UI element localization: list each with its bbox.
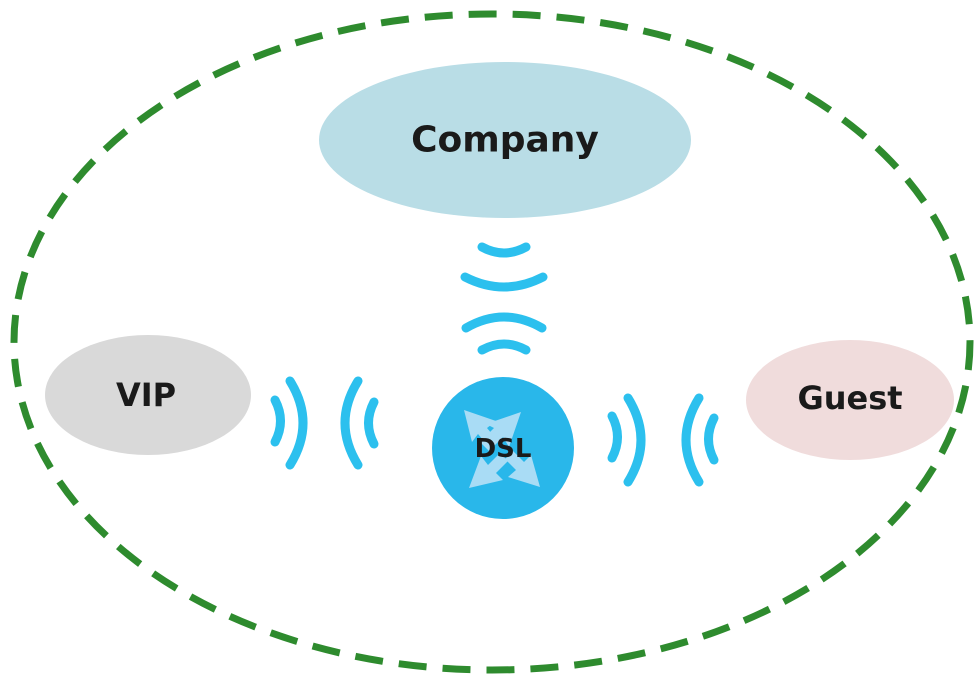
guest-ellipse xyxy=(746,340,954,460)
guest-node: Guest xyxy=(746,340,954,460)
wave-vip-1 xyxy=(270,395,285,447)
vip-ellipse xyxy=(45,335,251,455)
dsl-router: DSL xyxy=(432,377,574,519)
signal-waves-vip xyxy=(270,376,379,470)
vip-node: VIP xyxy=(45,335,251,455)
arrow-down-left xyxy=(469,453,508,488)
wave-company-4 xyxy=(477,339,531,355)
wave-company-1 xyxy=(477,242,531,258)
company-ellipse xyxy=(319,62,691,218)
vip-label: VIP xyxy=(116,376,176,414)
signal-waves-company xyxy=(460,242,548,355)
arrow-down-right xyxy=(505,451,540,487)
wave-guest-1 xyxy=(607,411,622,463)
signal-waves-guest xyxy=(607,393,719,487)
guest-label: Guest xyxy=(797,379,902,417)
wave-company-2 xyxy=(460,272,548,292)
wave-guest-4 xyxy=(704,413,719,465)
arrow-up-left xyxy=(464,410,497,447)
wave-guest-2 xyxy=(623,393,646,487)
network-boundary xyxy=(10,10,974,674)
wave-company-3 xyxy=(461,312,547,333)
company-node: Company xyxy=(319,62,691,218)
router-arrows-icon xyxy=(464,410,540,488)
wave-guest-3 xyxy=(681,393,704,487)
wave-vip-2 xyxy=(285,376,308,470)
company-label: Company xyxy=(411,120,599,161)
wave-vip-3 xyxy=(340,376,363,470)
wave-vip-4 xyxy=(364,397,379,449)
dsl-label: DSL xyxy=(475,434,532,464)
